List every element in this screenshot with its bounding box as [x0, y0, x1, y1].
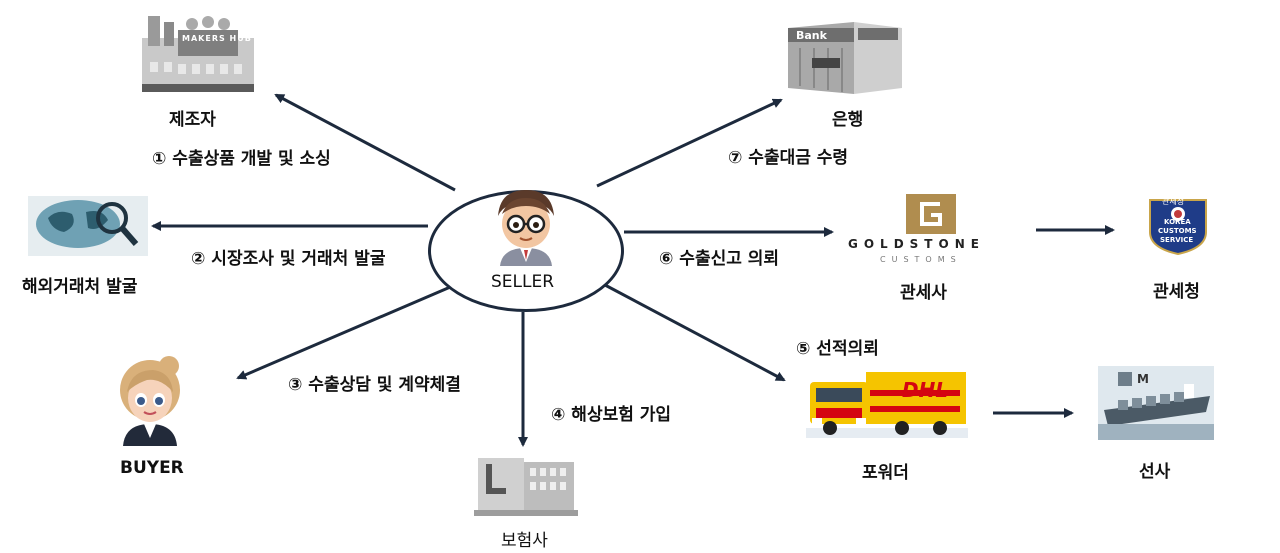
- buyer-avatar-icon: [120, 356, 180, 446]
- forwarder-label: 포워더: [862, 463, 909, 483]
- dhl-truck-text: DHL: [902, 378, 949, 402]
- step-1-label: ① 수출상품 개발 및 소싱: [152, 149, 331, 169]
- factory-icon: [142, 16, 254, 92]
- step-2-label: ② 시장조사 및 거래처 발굴: [191, 249, 386, 269]
- badge-line1-text: KOREA: [1164, 218, 1191, 226]
- badge-line2-text: CUSTOMS: [1158, 227, 1197, 235]
- badge-top-text: 관세청: [1162, 197, 1185, 206]
- step-3-label: ③ 수출상담 및 계약체결: [288, 375, 461, 395]
- carrier-label: 선사: [1139, 462, 1171, 482]
- arrow-to-buyer: [236, 283, 456, 380]
- goldstone-text: GOLDSTONE: [848, 237, 985, 251]
- arrow-to-bank: [596, 98, 783, 188]
- seller-avatar-icon: [498, 190, 554, 266]
- customs-service-label: 관세청: [1153, 282, 1200, 302]
- step-7-label: ⑦ 수출대금 수령: [728, 148, 849, 168]
- bank-building-icon: [788, 22, 902, 94]
- manufacturer-label: 제조자: [169, 110, 216, 130]
- step-4-label: ④ 해상보험 가입: [551, 405, 672, 425]
- globe-search-icon: [28, 196, 148, 256]
- container-ship-icon: [1098, 366, 1214, 440]
- badge-line3-text: SERVICE: [1160, 236, 1194, 244]
- goldstone-logo-icon: [906, 194, 956, 234]
- bank-sign-text: Bank: [796, 29, 827, 42]
- arrow-to-forwarder: [604, 283, 786, 382]
- arrow-to-manufacturer: [274, 93, 456, 192]
- step-6-label: ⑥ 수출신고 의뢰: [659, 249, 780, 269]
- buyer-label: BUYER: [120, 458, 184, 478]
- makers-hub-text: MAKERS HUB: [182, 34, 252, 43]
- insurer-label: 보험사: [501, 531, 548, 551]
- seller-label: SELLER: [491, 272, 555, 292]
- office-building-icon: [474, 458, 578, 516]
- dhl-truck-icon: [806, 372, 968, 438]
- korea-customs-badge-icon: [1149, 199, 1207, 256]
- goldstone-sub-text: CUSTOMS: [880, 255, 962, 264]
- overseas-label: 해외거래처 발굴: [22, 277, 138, 297]
- ship-sign: M: [1137, 372, 1149, 386]
- customs-broker-label: 관세사: [900, 283, 947, 303]
- step-5-label: ⑤ 선적의뢰: [796, 339, 879, 359]
- bank-label: 은행: [832, 110, 864, 130]
